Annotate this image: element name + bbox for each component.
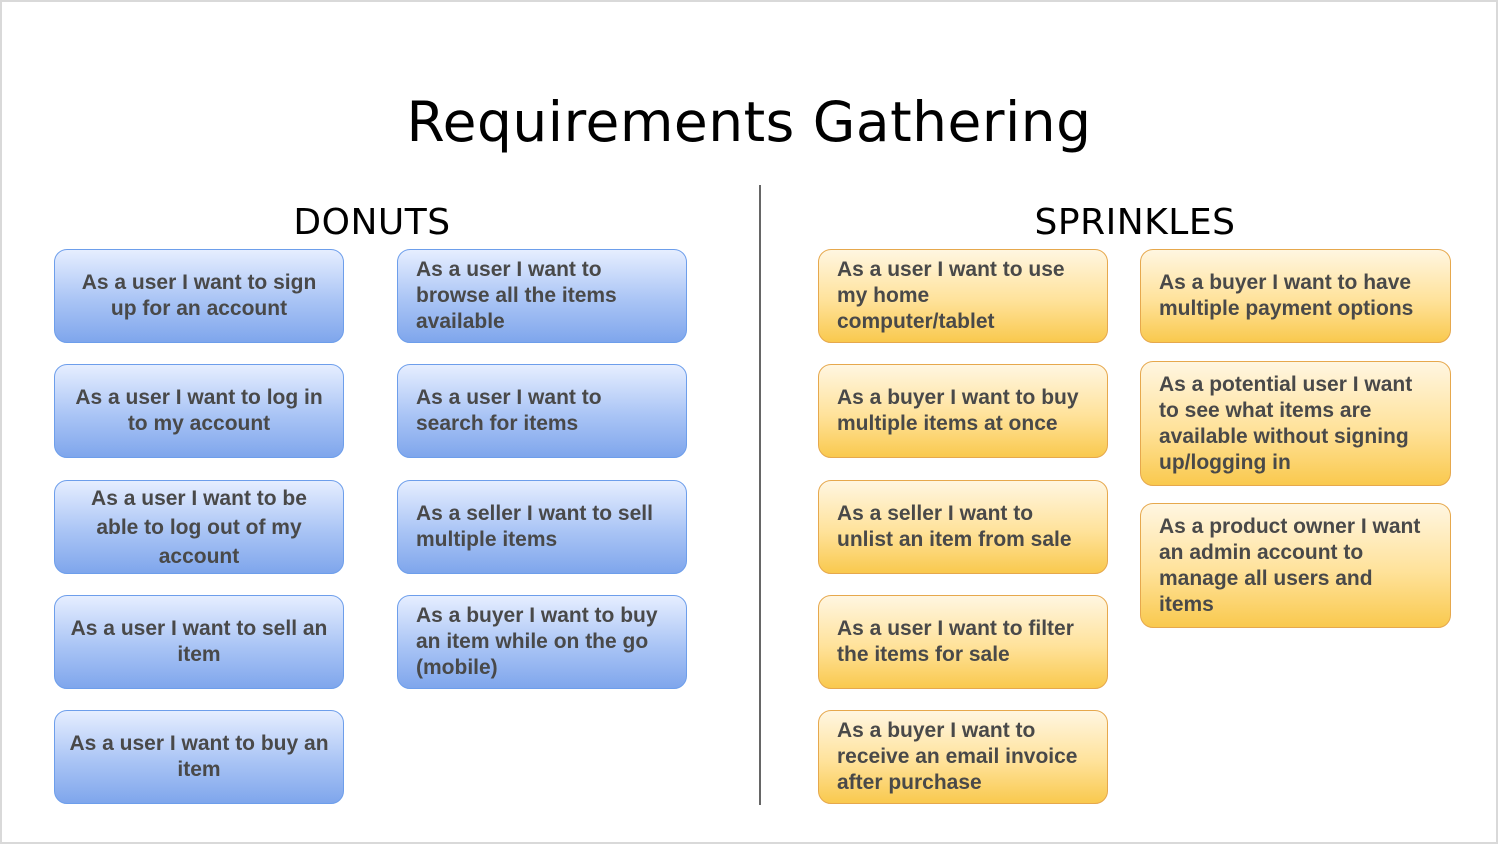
donut-card-search-items: As a user I want to search for items <box>397 364 687 458</box>
donut-card-browse-items: As a user I want to browse all the items… <box>397 249 687 343</box>
sprinkle-card-browse-without-signup: As a potential user I want to see what i… <box>1140 361 1451 486</box>
donut-card-log-in: As a user I want to log in to my account <box>54 364 344 458</box>
sprinkle-card-unlist-item: As a seller I want to unlist an item fro… <box>818 480 1108 574</box>
donut-card-text: As a buyer I want to buy an item while o… <box>416 604 658 679</box>
sprinkle-card-home-computer: As a user I want to use my home computer… <box>818 249 1108 343</box>
donut-card-text: As a user I want to browse all the items… <box>416 258 617 333</box>
donut-card-sell-multiple: As a seller I want to sell multiple item… <box>397 480 687 574</box>
donuts-header: DONUTS <box>293 202 451 243</box>
sprinkle-card-text: As a seller I want to unlist an item fro… <box>837 502 1072 551</box>
donut-card-sell-item: As a user I want to sell an item <box>54 595 344 689</box>
sprinkle-card-text: As a product owner I want an admin accou… <box>1159 514 1421 616</box>
donut-card-sign-up: As a user I want to sign up for an accou… <box>54 249 344 343</box>
donut-card-text: As a user I want to be able to log out o… <box>91 486 307 568</box>
sprinkle-card-text: As a buyer I want to receive an email in… <box>837 719 1078 794</box>
donut-card-log-out: As a user I want to be able to log out o… <box>54 480 344 574</box>
sprinkle-card-text: As a buyer I want to have multiple payme… <box>1159 271 1414 320</box>
donut-card-buy-item: As a user I want to buy an item <box>54 710 344 804</box>
donut-card-text: As a user I want to sell an item <box>70 617 328 666</box>
sprinkles-header: SPRINKLES <box>1034 202 1236 243</box>
donut-card-text: As a user I want to buy an item <box>69 732 329 781</box>
sprinkle-card-email-invoice: As a buyer I want to receive an email in… <box>818 710 1108 804</box>
sprinkle-card-text: As a potential user I want to see what i… <box>1159 372 1413 474</box>
sprinkle-card-filter-items: As a user I want to filter the items for… <box>818 595 1108 689</box>
column-divider <box>759 185 761 805</box>
sprinkle-card-text: As a buyer I want to buy multiple items … <box>837 386 1079 435</box>
donut-card-text: As a user I want to search for items <box>416 386 602 435</box>
sprinkle-card-buy-multiple: As a buyer I want to buy multiple items … <box>818 364 1108 458</box>
donut-card-mobile-buy: As a buyer I want to buy an item while o… <box>397 595 687 689</box>
donut-card-text: As a seller I want to sell multiple item… <box>416 502 653 551</box>
sprinkle-card-text: As a user I want to use my home computer… <box>837 258 1065 333</box>
sprinkle-card-admin-account: As a product owner I want an admin accou… <box>1140 503 1451 628</box>
slide-title: Requirements Gathering <box>406 90 1092 154</box>
donut-card-text: As a user I want to log in to my account <box>75 386 323 435</box>
donut-card-text: As a user I want to sign up for an accou… <box>81 271 317 320</box>
sprinkle-card-text: As a user I want to filter the items for… <box>837 617 1074 666</box>
sprinkle-card-payment-options: As a buyer I want to have multiple payme… <box>1140 249 1451 343</box>
